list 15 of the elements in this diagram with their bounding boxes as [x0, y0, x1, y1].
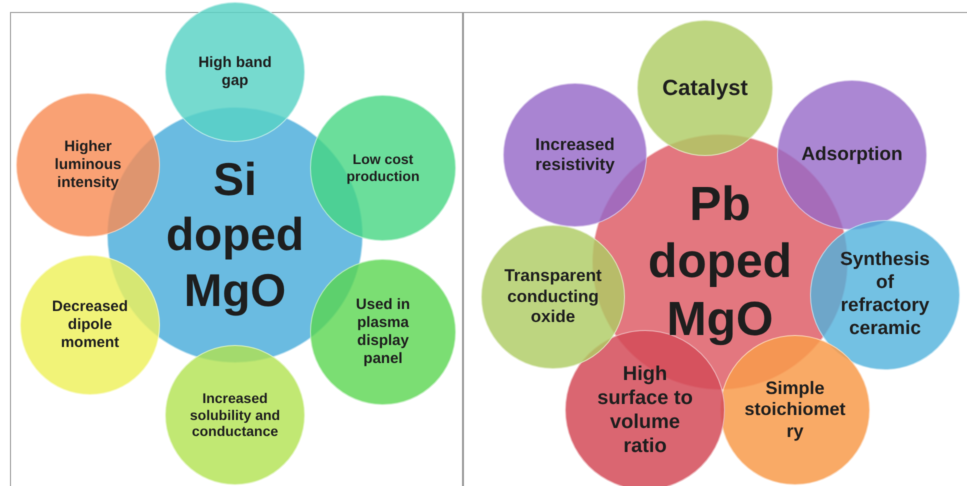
- circle-label: High surface to volume ratio: [596, 362, 694, 458]
- circle-label: Catalyst: [661, 74, 749, 102]
- circle-label: Low cost production: [345, 151, 421, 185]
- circle-label: Synthesis of refractory ceramic: [839, 249, 931, 341]
- circle-label: Increased solubility and conductance: [188, 390, 282, 440]
- circle-label: Increased resistivity: [534, 134, 616, 176]
- circle-label: Decreased dipole moment: [51, 298, 129, 352]
- circle-label: High band gap: [197, 54, 273, 90]
- circle-label: Pb doped MgO: [647, 176, 793, 348]
- circle-label: Simple stoichiomet ry: [743, 378, 846, 442]
- circle-label: Adsorption: [800, 144, 904, 166]
- circle-label: Si doped MgO: [165, 152, 305, 318]
- circle-label: Transparent conducting oxide: [503, 266, 603, 328]
- circle-label: Used in plasma display panel: [354, 296, 412, 368]
- circle-label: Higher luminous intensity: [54, 138, 122, 192]
